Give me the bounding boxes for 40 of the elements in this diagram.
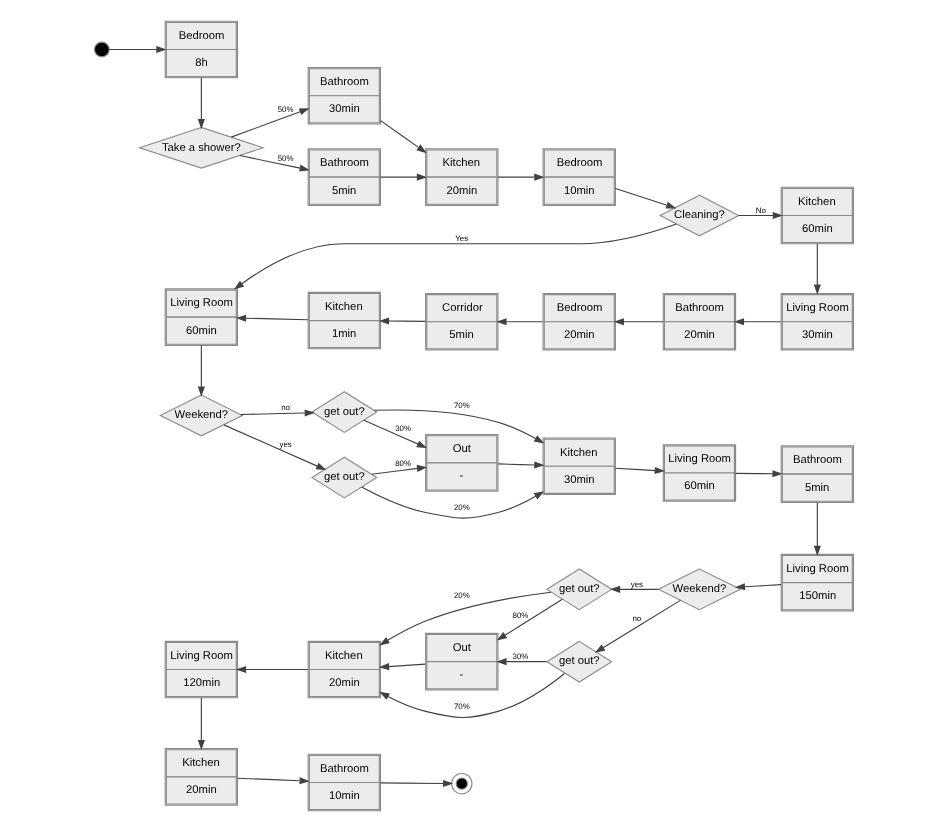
arrow bbox=[813, 502, 821, 556]
arrow bbox=[613, 318, 664, 326]
arrow bbox=[614, 466, 665, 475]
arrow bbox=[496, 598, 563, 641]
arrow bbox=[379, 672, 566, 719]
arrow bbox=[813, 243, 821, 295]
arrow bbox=[496, 658, 548, 666]
arrow bbox=[373, 409, 545, 444]
arrow bbox=[497, 461, 545, 469]
arrow bbox=[378, 663, 426, 671]
arrow bbox=[361, 486, 545, 519]
arrow bbox=[738, 211, 783, 220]
arrow bbox=[734, 583, 782, 591]
arrow bbox=[363, 419, 428, 449]
arrow bbox=[235, 314, 309, 322]
arrow bbox=[240, 409, 315, 417]
arrow bbox=[235, 666, 309, 674]
arrow bbox=[496, 318, 544, 326]
arrow bbox=[197, 344, 205, 397]
arrow bbox=[197, 697, 205, 751]
arrow bbox=[733, 318, 782, 326]
arrow bbox=[497, 173, 545, 181]
arrow bbox=[239, 155, 310, 172]
arrow bbox=[379, 591, 552, 646]
arrow bbox=[735, 470, 783, 478]
arrow bbox=[108, 45, 167, 54]
arrow bbox=[197, 77, 205, 130]
arrow bbox=[230, 108, 310, 138]
arrow bbox=[614, 187, 677, 209]
arrow bbox=[233, 223, 678, 290]
arrow bbox=[237, 777, 310, 785]
arrow bbox=[378, 317, 426, 325]
arrow bbox=[609, 585, 659, 593]
arrow bbox=[371, 464, 428, 475]
arrow bbox=[380, 779, 454, 788]
arrow bbox=[380, 120, 427, 154]
arrow bbox=[380, 173, 427, 181]
arrow bbox=[223, 424, 327, 471]
arrow bbox=[594, 599, 681, 653]
node-circle bbox=[93, 41, 110, 58]
